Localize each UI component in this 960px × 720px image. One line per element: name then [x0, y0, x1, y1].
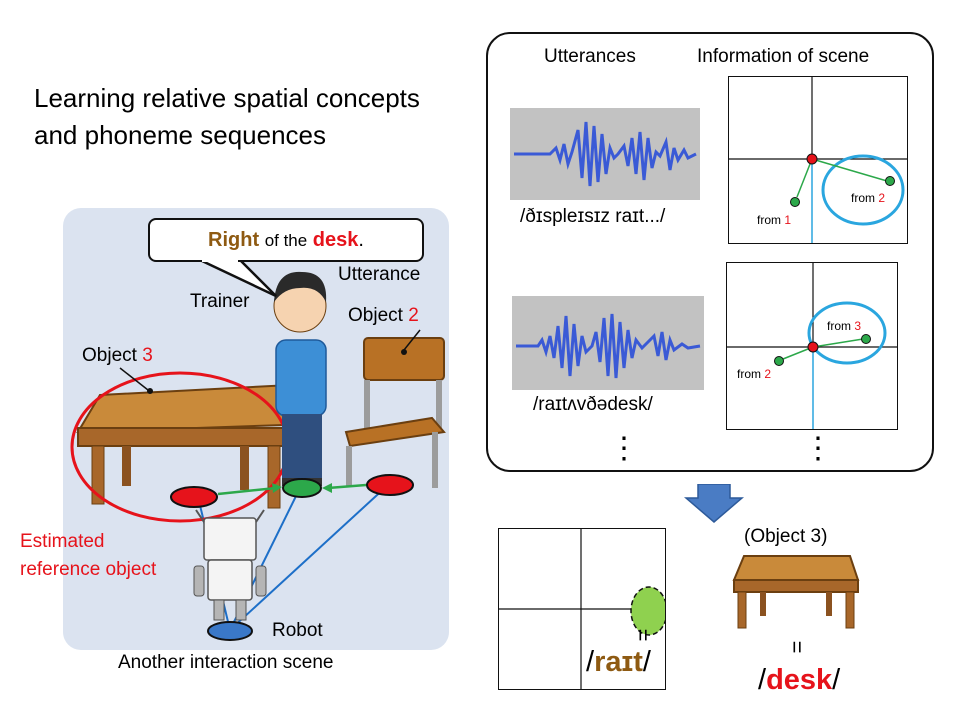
grid1-from-b-text: from	[851, 191, 875, 205]
grid1-from-b: from 2	[851, 191, 885, 205]
ellipsis-utterances: ⋮	[609, 432, 639, 465]
title: Learning relative spatial concepts and p…	[34, 83, 420, 150]
highlight-ring-1	[821, 154, 905, 226]
disc-red-left	[170, 486, 218, 508]
scene-grid-1: from 1 from 2	[728, 76, 908, 244]
result-grid	[498, 528, 666, 690]
result-eq-1: =	[630, 628, 656, 642]
utterances-header: Utterances	[544, 46, 636, 67]
result-word-2-open: /	[758, 664, 767, 696]
result-word-1-close: /	[642, 646, 651, 678]
result-word-1-text: raɪt	[594, 646, 643, 678]
grid2-from-a: from 3	[827, 319, 861, 333]
result-table-icon	[732, 555, 860, 629]
speech-bubble: Right of the desk.	[148, 218, 424, 262]
grid2-from-b-num: 2	[764, 367, 772, 381]
grid2-from-a-text: from	[827, 319, 851, 333]
result-word-2-close: /	[832, 664, 841, 696]
robot-figure	[193, 509, 267, 621]
estimated-reference-label: Estimated reference object	[20, 531, 157, 580]
learned-region	[630, 586, 665, 636]
waveform-1-trace	[514, 121, 697, 187]
result-word-2: /desk/	[758, 664, 840, 697]
grid2-from-b-text: from	[737, 367, 761, 381]
grid2-from-a-num: 3	[854, 319, 862, 333]
chair-object-2	[344, 337, 446, 488]
object2-pointer	[403, 329, 421, 351]
ipa-2: /raɪtʌvðədesk/	[533, 394, 653, 415]
highlight-ring-2	[807, 301, 887, 365]
utterance-label: Utterance	[338, 264, 421, 285]
bubble-word-desk: desk	[312, 229, 359, 251]
grid1-from-a: from 1	[757, 213, 791, 227]
object2-number: 2	[408, 305, 419, 326]
scene-caption: Another interaction scene	[118, 652, 334, 673]
arrow-green-2	[327, 483, 367, 490]
scene-grid-2-lines	[727, 263, 897, 429]
scene-grid-1-lines	[729, 77, 907, 243]
result-eq-2: =	[784, 640, 810, 654]
info-header: Information of scene	[697, 46, 870, 67]
trainer-label: Trainer	[190, 291, 250, 312]
robot-label: Robot	[272, 620, 323, 641]
object3-label: Object 3	[82, 345, 153, 367]
robot-line-3	[229, 484, 389, 631]
result-word-1-open: /	[586, 646, 595, 678]
down-arrow-icon	[684, 484, 744, 523]
ellipsis-scenes: ⋮	[803, 432, 833, 465]
waveform-2-trace	[516, 313, 701, 379]
bubble-seam	[202, 257, 238, 262]
trainer-figure	[273, 271, 327, 486]
result-word-2-text: desk	[766, 664, 833, 696]
result-object3-caption: (Object 3)	[744, 526, 828, 547]
bubble-period: .	[358, 229, 364, 251]
disc-blue-robot	[207, 621, 253, 641]
result-grid-lines	[499, 529, 665, 689]
object3-number: 3	[142, 345, 153, 366]
grid1-from-b-num: 2	[878, 191, 886, 205]
object2-text: Object	[348, 305, 403, 326]
grid1-from-a-num: 1	[784, 213, 792, 227]
grid1-from-a-text: from	[757, 213, 781, 227]
object2-label: Object 2	[348, 305, 419, 327]
ipa-1: /ðɪspleɪsɪz raɪt.../	[520, 206, 666, 227]
scene-grid-2: from 3 from 2	[726, 262, 898, 430]
table-object-3	[76, 383, 292, 509]
disc-green	[282, 478, 322, 498]
waveform-1	[510, 108, 700, 200]
result-word-1: /raɪt/	[586, 646, 651, 679]
object3-pointer	[119, 367, 149, 391]
bubble-text-mid: of the	[264, 231, 308, 250]
waveform-2	[512, 296, 704, 390]
object3-text: Object	[82, 345, 137, 366]
bubble-word-right: Right	[208, 229, 260, 251]
arrow-green-1	[217, 486, 277, 496]
disc-red-right	[366, 474, 414, 496]
grid2-from-b: from 2	[737, 367, 771, 381]
